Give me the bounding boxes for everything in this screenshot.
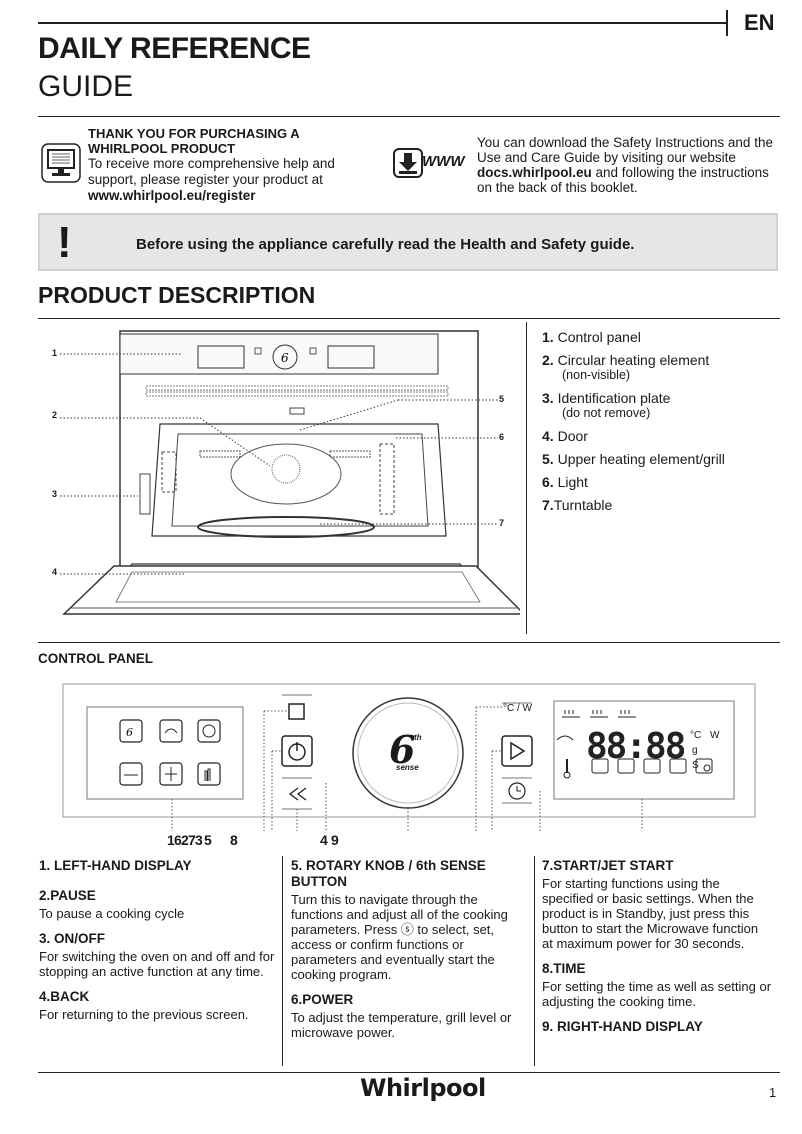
callout-5: 5: [499, 394, 505, 404]
thanks-title: THANK YOU FOR PURCHASING A WHIRLPOOL PRO…: [88, 126, 300, 156]
computer-icon: [41, 143, 81, 183]
whirlpool-logo: Whirlpool: [360, 1074, 486, 1102]
part-item: 5. Upper heating element/grill: [542, 451, 725, 467]
callout-3: 3: [52, 489, 58, 499]
callout-4: 4: [52, 567, 58, 577]
control-panel-rule: [38, 642, 780, 643]
desc-title: 8.TIME: [542, 961, 586, 976]
cp-callout-6: 6: [174, 832, 182, 848]
section-rule: [38, 318, 780, 319]
knob-sup: th: [414, 733, 422, 742]
desc-text: For returning to the previous screen.: [39, 1007, 249, 1022]
column-divider: [526, 322, 527, 634]
desc-column-1: 1. LEFT-HAND DISPLAY 2.PAUSE To pause a c…: [39, 858, 277, 1032]
page-title: DAILY REFERENCE: [38, 32, 311, 65]
control-panel-diagram: 6: [62, 683, 756, 831]
register-link[interactable]: www.whirlpool.eu/register: [88, 188, 256, 203]
desc-title: 7.START/JET START: [542, 858, 674, 873]
control-panel-title: CONTROL PANEL: [38, 651, 154, 666]
download-text-end: and following the instructions on the ba…: [477, 165, 769, 195]
callout-7: 7: [499, 518, 505, 528]
docs-link[interactable]: docs.whirlpool.eu: [477, 165, 592, 180]
desc-text: Turn this to navigate through the functi…: [291, 892, 508, 982]
temp-unit-label: °C / W: [503, 703, 532, 714]
callout-6: 6: [499, 432, 505, 442]
part-item: 7.Turntable: [542, 497, 613, 513]
cp-callout-7: 7: [188, 832, 196, 848]
part-item: 2. Circular heating element(non-visible): [542, 352, 710, 382]
callout-1: 1: [52, 348, 58, 358]
page-subtitle: GUIDE: [38, 70, 134, 103]
knob-sense: sense: [396, 763, 419, 772]
desc-title: 2.PAUSE: [39, 888, 96, 903]
desc-title: 4.BACK: [39, 989, 90, 1004]
desc-divider-1: [282, 856, 283, 1066]
cp-callout-2: 2: [181, 832, 189, 848]
cp-callout-5: 5: [204, 832, 212, 848]
cp-callout-1: 1: [167, 832, 175, 848]
warning-text: Before using the appliance carefully rea…: [136, 236, 635, 253]
knob-6th-logo[interactable]: 6: [389, 727, 416, 772]
header-rule: [38, 22, 726, 24]
unit-s: S: [692, 760, 699, 771]
unit-w: W: [710, 730, 720, 741]
desc-title: 6.POWER: [291, 992, 354, 1007]
callout-2: 2: [52, 410, 58, 420]
desc-text: To pause a cooking cycle: [39, 906, 185, 921]
unit-g: g: [692, 745, 698, 756]
part-item: 4. Door: [542, 428, 588, 444]
desc-title: 5. ROTARY KNOB / 6th SENSE BUTTON: [291, 858, 486, 889]
desc-text: For starting functions using the specifi…: [542, 876, 759, 951]
warning-box: [38, 213, 778, 271]
cp-callout-3: 3: [195, 832, 203, 848]
part-item: 6. Light: [542, 474, 588, 490]
part-item: 3. Identification plate(do not remove): [542, 390, 671, 420]
part-item: 1. Control panel: [542, 329, 641, 345]
download-info: You can download the Safety Instructions…: [477, 135, 787, 195]
cp-callout-8: 8: [230, 832, 238, 848]
svg-text:6: 6: [126, 726, 133, 739]
desc-divider-2: [534, 856, 535, 1066]
page-number: 1: [769, 1085, 777, 1100]
download-text: You can download the Safety Instructions…: [477, 135, 773, 165]
www-label: WWW: [422, 153, 465, 170]
desc-title: 3. ON/OFF: [39, 931, 106, 946]
footer-rule: [38, 1072, 780, 1073]
intro-rule: [38, 116, 780, 117]
cp-callout-9: 9: [331, 832, 339, 848]
header-divider: [726, 10, 728, 36]
cp-callout-4: 4: [320, 832, 328, 848]
warning-icon: !: [57, 218, 72, 267]
language-code: EN: [744, 10, 775, 35]
oven-illustration: 6: [60, 330, 520, 615]
desc-title: 1. LEFT-HAND DISPLAY: [39, 858, 192, 873]
download-icon: [393, 148, 423, 178]
desc-text: For setting the time as well as setting …: [542, 979, 772, 1009]
desc-text: To adjust the temperature, grill level o…: [291, 1010, 512, 1040]
right-display-digits: 88:88: [586, 726, 686, 767]
desc-title: 9. RIGHT-HAND DISPLAY: [542, 1019, 703, 1034]
svg-text:6: 6: [281, 351, 289, 365]
parts-list: 1. Control panel 2. Circular heating ele…: [542, 328, 725, 519]
thanks-body: To receive more comprehensive help and s…: [88, 156, 378, 204]
desc-column-3: 7.START/JET START For starting functions …: [542, 858, 772, 1045]
desc-text: For switching the oven on and off and fo…: [39, 949, 275, 979]
thanks-text: To receive more comprehensive help and s…: [88, 156, 335, 187]
unit-c: °C: [690, 730, 702, 741]
product-description-title: PRODUCT DESCRIPTION: [38, 282, 316, 308]
